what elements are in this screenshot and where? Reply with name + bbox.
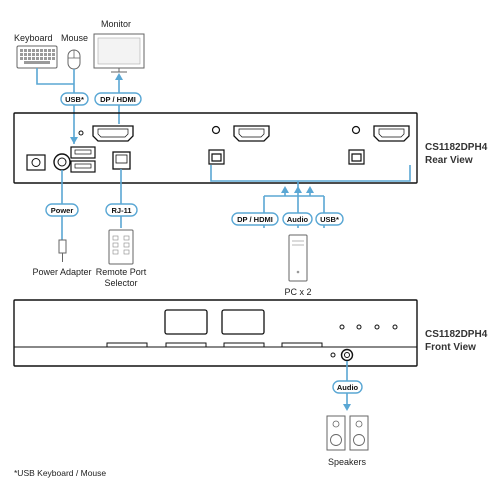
pc-up-arrow-icon-1 bbox=[281, 186, 289, 193]
front-led-3 bbox=[374, 324, 380, 330]
svg-text:DP / HDMI: DP / HDMI bbox=[237, 215, 273, 224]
svg-text:RJ-11: RJ-11 bbox=[111, 206, 131, 215]
front-audio-jack bbox=[340, 348, 354, 362]
peripheral-cables bbox=[36, 68, 123, 144]
pc-tower-icon bbox=[288, 234, 308, 282]
front-display-1 bbox=[164, 309, 208, 335]
power-adapter-icon bbox=[58, 239, 67, 262]
svg-text:DP / HDMI: DP / HDMI bbox=[100, 95, 136, 104]
rear-view-chassis bbox=[13, 112, 418, 184]
svg-text:USB*: USB* bbox=[320, 215, 339, 224]
front-panel-details bbox=[106, 309, 398, 362]
front-led-2 bbox=[356, 324, 362, 330]
remote-port-selector-icon bbox=[108, 229, 134, 265]
svg-text:Audio: Audio bbox=[337, 383, 359, 392]
svg-text:Power: Power bbox=[51, 206, 74, 215]
speakers-label: Speakers bbox=[328, 457, 367, 467]
footnote: *USB Keyboard / Mouse bbox=[14, 468, 106, 478]
pc-up-arrow-icon-2 bbox=[294, 186, 302, 193]
power-adapter-label: Power Adapter bbox=[32, 267, 91, 277]
svg-text:USB*: USB* bbox=[65, 95, 84, 104]
front-view-model: CS1182DPH4 bbox=[425, 329, 488, 340]
usb-arrow-icon bbox=[70, 137, 78, 144]
pc-up-arrow-icon-3 bbox=[306, 186, 314, 193]
rear-view-label: Rear View bbox=[425, 155, 473, 166]
remote-port-selector-label-2: Selector bbox=[104, 278, 137, 288]
front-view-label: Front View bbox=[425, 342, 476, 353]
keyboard-label: Keyboard bbox=[14, 33, 53, 43]
svg-text:Audio: Audio bbox=[287, 215, 309, 224]
rj11-pill: RJ-11 bbox=[105, 203, 138, 217]
dp-hdmi-pill: DP / HDMI bbox=[94, 92, 142, 106]
pc-usb-pill: USB* bbox=[315, 212, 344, 226]
speakers-icon bbox=[326, 415, 369, 451]
remote-port-selector-label-1: Remote Port bbox=[96, 267, 147, 277]
keyboard-icon bbox=[16, 45, 58, 69]
mouse-label: Mouse bbox=[61, 33, 88, 43]
front-display-2 bbox=[221, 309, 265, 335]
rear-view-model: CS1182DPH4 bbox=[425, 142, 488, 153]
pc-label: PC x 2 bbox=[284, 287, 311, 297]
mouse-icon bbox=[67, 49, 81, 70]
rear-cables bbox=[61, 165, 411, 240]
front-view-chassis bbox=[13, 299, 418, 367]
pc-audio-pill: Audio bbox=[282, 212, 313, 226]
speakers-arrow-icon bbox=[343, 404, 351, 411]
pc-dp-hdmi-pill: DP / HDMI bbox=[231, 212, 279, 226]
usb-pill: USB* bbox=[60, 92, 89, 106]
monitor-label: Monitor bbox=[101, 19, 131, 29]
rear-ports bbox=[26, 125, 410, 173]
front-led-1 bbox=[339, 324, 345, 330]
monitor-arrow-icon bbox=[115, 73, 123, 80]
front-audio-pill: Audio bbox=[332, 380, 363, 394]
front-led-4 bbox=[392, 324, 398, 330]
monitor-icon bbox=[93, 33, 145, 73]
power-pill: Power bbox=[45, 203, 79, 217]
